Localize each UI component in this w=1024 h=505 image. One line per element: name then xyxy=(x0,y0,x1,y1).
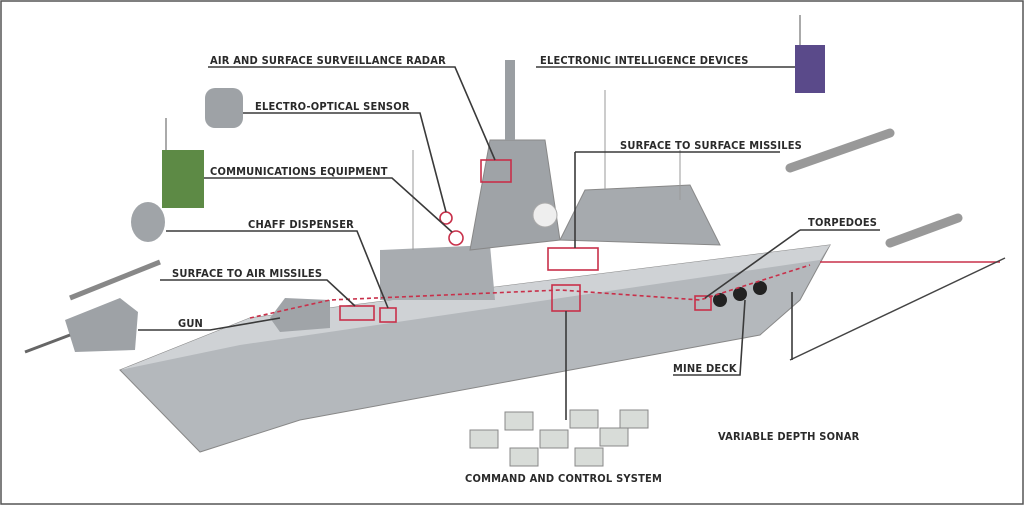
gun-icon xyxy=(65,298,138,352)
label-mine-deck: MINE DECK xyxy=(673,362,737,375)
command-console-icons xyxy=(469,409,649,467)
label-c2: COMMAND AND CONTROL SYSTEM xyxy=(465,472,662,485)
comms-equipment-icon xyxy=(162,150,204,208)
label-vds: VARIABLE DEPTH SONAR xyxy=(718,430,860,443)
sonar-tow-cable xyxy=(789,257,1006,361)
chaff-dispenser-icon xyxy=(131,202,165,242)
gun-turret xyxy=(270,298,330,332)
main-mast xyxy=(505,60,515,140)
frigate-ship xyxy=(119,60,831,453)
leader-lines xyxy=(138,66,880,420)
ssm-missile-icon xyxy=(785,128,895,173)
label-elint: ELECTRONIC INTELLIGENCE DEVICES xyxy=(540,54,749,67)
label-ssm: SURFACE TO SURFACE MISSILES xyxy=(620,139,802,152)
label-sam: SURFACE TO AIR MISSILES xyxy=(172,267,322,280)
label-torpedoes: TORPEDOES xyxy=(808,216,877,229)
elint-device-icon xyxy=(795,45,825,93)
label-chaff: CHAFF DISPENSER xyxy=(248,218,354,231)
eo-sensor-icon xyxy=(205,88,243,128)
label-eo-sensor: ELECTRO-OPTICAL SENSOR xyxy=(255,100,410,113)
radome xyxy=(532,202,558,228)
label-gun: GUN xyxy=(178,317,203,330)
sam-missile-icon xyxy=(69,259,161,301)
torpedo-icon xyxy=(885,213,963,248)
label-radar: AIR AND SURFACE SURVEILLANCE RADAR xyxy=(210,54,446,67)
label-comms: COMMUNICATIONS EQUIPMENT xyxy=(210,165,388,178)
